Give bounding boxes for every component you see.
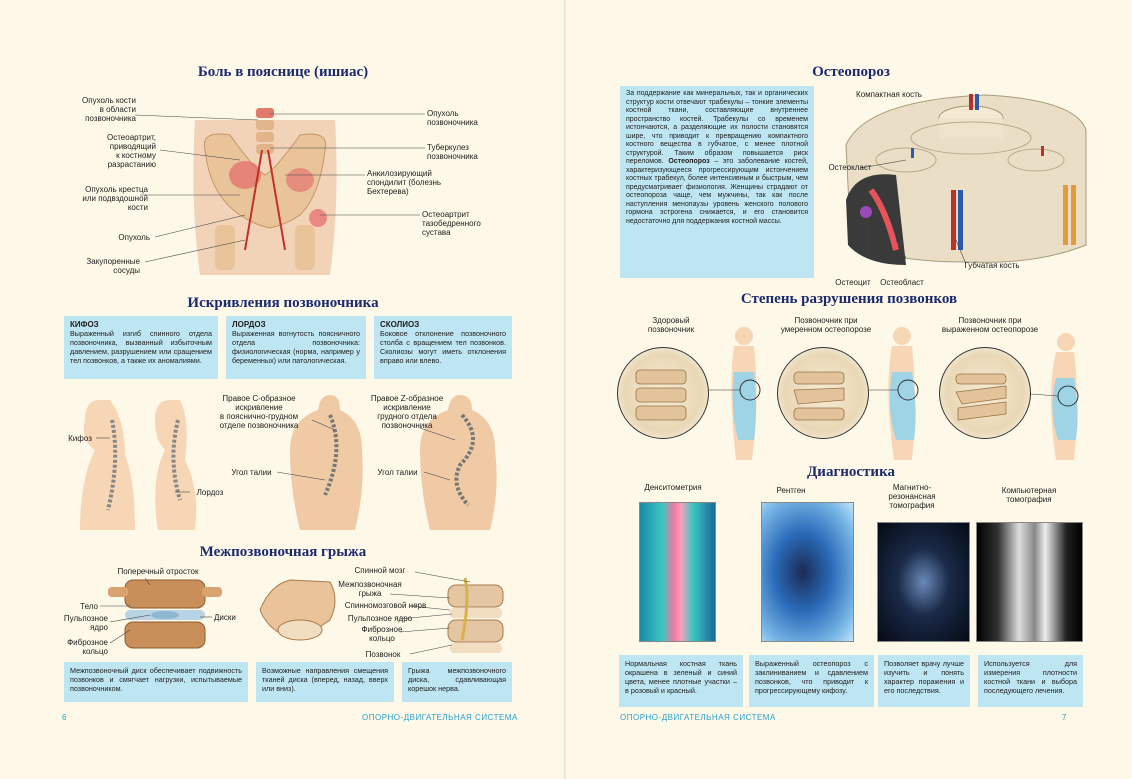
- label-transverse: Поперечный отросток: [117, 567, 199, 576]
- label-pulposus: Пульпозное ядро: [63, 614, 108, 632]
- method-text-densitometry: Нормальная костная ткань окрашена в зеле…: [619, 655, 743, 707]
- label-ankylosing: Анкилозирующий спондилит (болезнь Бехтер…: [367, 169, 442, 196]
- label-right-c: Правое С-образное искривление в поясничн…: [219, 394, 299, 430]
- diagnostics-title: Диагностика: [806, 464, 895, 480]
- scan-xray: [761, 502, 854, 642]
- bone-illustration: [845, 94, 1087, 265]
- destruction-title: Степень разрушения позвонков: [740, 291, 958, 307]
- left-page: Боль в пояснице (ишиас) Опу: [0, 0, 566, 779]
- hernia-box-2: Возможные направления смещения тканей ди…: [256, 662, 394, 702]
- method-name-xray: Рентген: [776, 486, 806, 495]
- label-discs: Диски: [214, 613, 236, 622]
- kyphosis-text: Выраженный изгиб спинного отдела позвоно…: [70, 329, 212, 365]
- osteoporosis-text-box: За поддержание как минеральных, так и ор…: [620, 86, 814, 278]
- label-right-z: Правое Z-образное искривление грудного о…: [370, 394, 444, 430]
- label-waist-2: Угол талии: [377, 468, 418, 477]
- label-hip-osteoarthritis: Остеоартрит тазобедренного сустава: [422, 210, 481, 237]
- label-spinal-nerve: Спинномозговой нерв: [344, 601, 427, 610]
- method-text-ct: Используется для измерения плотности кос…: [978, 655, 1083, 707]
- label-kyphosis: Кифоз: [68, 434, 92, 443]
- label-tumor-sacrum: Опухоль крестца или подвздошной кости: [82, 185, 148, 212]
- scan-ct: [976, 522, 1083, 642]
- label-vertebra: Позвонок: [365, 650, 401, 659]
- page-number-left: 6: [62, 713, 67, 722]
- curvature-title: Искривления позвоночника: [187, 295, 379, 311]
- scoliosis-text: Боковое отклонение позвоночного столба с…: [380, 329, 506, 365]
- hernia-box-3: Грыжа межпозвоночного диска, сдавливающа…: [402, 662, 512, 702]
- label-compact-bone: Компактная кость: [856, 90, 922, 99]
- scan-densitometry: [639, 502, 716, 642]
- lordosis-box: ЛОРДОЗ Выраженная вогнутость поясничного…: [226, 316, 366, 379]
- kyphosis-head: КИФОЗ: [70, 320, 99, 329]
- label-lordosis: Лордоз: [196, 488, 224, 497]
- scoliosis-head: СКОЛИОЗ: [380, 320, 420, 329]
- label-tumor: Опухоль: [118, 233, 150, 242]
- label-spinal-cord: Спинной мозг: [354, 566, 406, 575]
- curvature-illustration: [80, 395, 497, 530]
- osteoporosis-title: Остеопороз: [812, 64, 890, 80]
- label-body: Тело: [80, 602, 98, 611]
- footer-left: ОПОРНО-ДВИГАТЕЛЬНАЯ СИСТЕМА: [362, 713, 518, 722]
- scan-mri: [877, 522, 970, 642]
- method-name-ct: Компьютерная томография: [1001, 486, 1057, 504]
- hernia-illustration: [100, 571, 504, 655]
- sciatica-title: Боль в пояснице (ишиас): [197, 64, 369, 80]
- method-text-xray: Выраженный остеопороз с заклиниванием и …: [749, 655, 874, 707]
- label-hernia: Межпозвоночная грыжа: [338, 580, 402, 598]
- kyphosis-box: КИФОЗ Выраженный изгиб спинного отдела п…: [64, 316, 218, 379]
- label-waist-1: Угол талии: [231, 468, 272, 477]
- label-annulus: Фиброзное кольцо: [67, 638, 108, 656]
- hernia-box-1: Межпозвоночный диск обеспечивает подвижн…: [64, 662, 248, 702]
- label-annulus-2: Фиброзное кольцо: [361, 625, 403, 643]
- label-osteoarthritis-spine: Остеоартрит, приводящий к костному разра…: [107, 133, 156, 169]
- label-pulposus-2: Пульпозное ядро: [347, 614, 413, 623]
- page-number-right: 7: [1062, 713, 1067, 722]
- sciatica-illustration: [134, 108, 425, 275]
- lordosis-head: ЛОРДОЗ: [232, 320, 266, 329]
- destruction-illustration: [635, 327, 1079, 460]
- label-spongy-bone: Губчатая кость: [964, 261, 1020, 270]
- osteoporosis-term: Остеопороз: [668, 158, 710, 165]
- label-tumor-bone: Опухоль кости в области позвоночника: [82, 96, 136, 123]
- destruction-label-severe: Позвоночник при выраженном остеопорозе: [941, 316, 1039, 334]
- label-spine-tb: Туберкулез позвоночника: [427, 143, 478, 161]
- lordosis-text: Выраженная вогнутость поясничного отдела…: [232, 329, 360, 365]
- scoliosis-box: СКОЛИОЗ Боковое отклонение позвоночного …: [374, 316, 512, 379]
- right-page: Остеопороз За поддержание как минеральны…: [566, 0, 1132, 779]
- osteoporosis-text-b: – это заболевание костей, характеризующе…: [626, 158, 808, 225]
- hernia-title: Межпозвоночная грыжа: [199, 544, 367, 560]
- label-osteoclast: Остеокласт: [828, 163, 872, 172]
- label-osteocyte: Остеоцит: [835, 278, 871, 287]
- destruction-label-healthy: Здоровый позвоночник: [647, 316, 695, 334]
- label-blocked-vessels: Закупоренные сосуды: [86, 257, 140, 275]
- label-spine-tumor: Опухоль позвоночника: [427, 109, 478, 127]
- method-text-mri: Позволяет врачу лучше изучить и понять х…: [878, 655, 970, 707]
- destruction-label-moderate: Позвоночник при умеренном остеопорозе: [780, 316, 872, 334]
- footer-right: ОПОРНО-ДВИГАТЕЛЬНАЯ СИСТЕМА: [620, 713, 776, 722]
- label-osteoblast: Остеобласт: [880, 278, 924, 287]
- method-name-mri: Магнитно- резонансная томография: [888, 483, 936, 510]
- osteoporosis-text-a: За поддержание как минеральных, так и ор…: [626, 90, 808, 165]
- method-name-densitometry: Денситометрия: [644, 483, 702, 492]
